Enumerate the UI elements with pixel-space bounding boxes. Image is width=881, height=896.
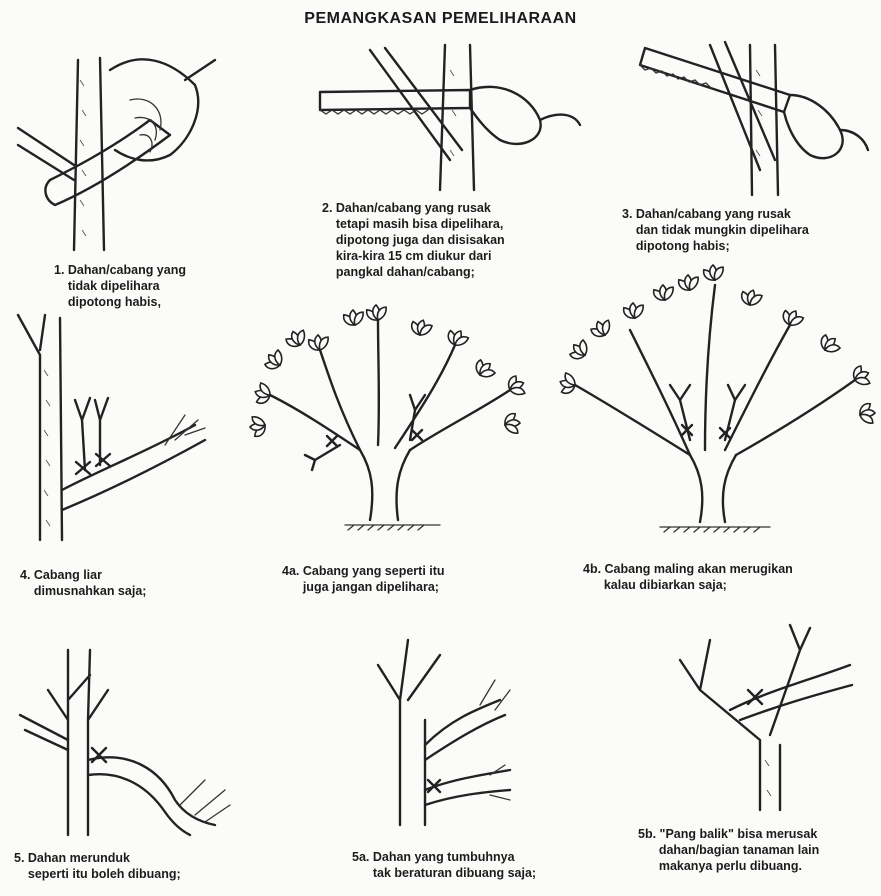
caption-1: 1. Dahan/cabang yang tidak dipelihara di…: [54, 262, 186, 310]
illustration-drooping-branch: [20, 650, 230, 835]
caption-4: 4. Cabang liar dimusnahkan saja;: [20, 567, 146, 599]
illustration-shears: [18, 58, 215, 250]
illustration-wild-branch: [18, 315, 205, 540]
illustration-tree-sucker: [250, 305, 528, 530]
illustration-saw-full: [640, 42, 868, 195]
illustration-tree-sprouts: [556, 265, 875, 532]
caption-4a: 4a. Cabang yang seperti itu juga jangan …: [282, 563, 445, 595]
illustration-irregular-branch: [378, 640, 510, 825]
illustration-crossing-branch: [680, 625, 852, 810]
caption-4b: 4b. Cabang maling akan merugikan kalau d…: [583, 561, 793, 593]
caption-2: 2. Dahan/cabang yang rusak tetapi masih …: [322, 200, 505, 280]
caption-3: 3. Dahan/cabang yang rusak dan tidak mun…: [622, 206, 809, 254]
illustration-saw-partial: [320, 45, 580, 190]
caption-5a: 5a. Dahan yang tumbuhnya tak beraturan d…: [352, 849, 536, 881]
caption-5: 5. Dahan merunduk seperti itu boleh dibu…: [14, 850, 181, 882]
caption-5b: 5b. "Pang balik" bisa merusak dahan/bagi…: [638, 826, 819, 874]
